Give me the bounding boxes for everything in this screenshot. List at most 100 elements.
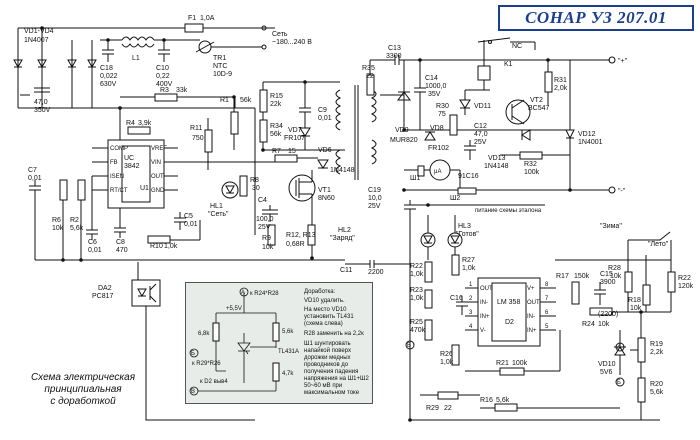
shunt-sh2 <box>457 187 477 195</box>
label-labels-f1-val: 1,0A <box>200 15 215 22</box>
label-labels-c6-v: 0,01 <box>88 247 102 254</box>
label-labels-tr1-val2: 10D-9 <box>213 71 232 78</box>
label-labels-r15: R15 <box>270 93 283 100</box>
resistor-r6 <box>59 179 68 201</box>
label-labels-c11-v: 2200 <box>368 269 384 276</box>
label-labels-power-line: питание схемы эталона <box>475 208 542 214</box>
label-labels-r18-v: 10k <box>630 305 642 312</box>
diode-vd11 <box>459 99 471 109</box>
resistor-r32 <box>519 151 543 160</box>
label-labels-r24: R24 <box>582 321 595 328</box>
label-labels-hl3: HL3 <box>458 223 471 230</box>
capacitor-c5 <box>174 212 186 230</box>
note-line: дорожки медных <box>304 355 351 361</box>
capacitor-c6 <box>86 225 98 240</box>
label-labels-hl2: HL2 <box>338 227 351 234</box>
label-labels-d2-name: LM 358 <box>497 299 520 306</box>
label-labels-c7-v: 0,01 <box>28 175 42 182</box>
label-labels-u1-pins-3: RT/CT <box>110 188 128 194</box>
note-line: напайкой поверх <box>304 347 351 354</box>
node-b <box>615 377 625 387</box>
label-labels-c6: C6 <box>88 239 97 246</box>
note-line: Доработка: <box>304 289 336 295</box>
label-labels-r17: R17 <box>556 273 569 280</box>
label-labels-pin-nums-5: 2 <box>469 296 473 302</box>
resistor-r26 <box>451 344 460 366</box>
label-labels-r1-v: 56k <box>240 97 252 104</box>
label-labels-r10: R10 <box>150 243 163 250</box>
label-labels-r10-v: 1,0k <box>164 243 178 250</box>
label-labels-r29-v: 22 <box>444 405 452 412</box>
label-labels-c5: C5 <box>184 213 193 220</box>
label-labels-c14-v1: 1000,0 <box>425 83 447 90</box>
resistor-r1 <box>230 111 239 135</box>
label-labels-r20: R20 <box>650 381 663 388</box>
note-line: VD10 удалить. <box>304 298 345 304</box>
inset-tl431: TL431A <box>278 349 299 355</box>
label-labels-d2-pins-r-1: OUT <box>527 300 540 306</box>
label-labels-vt1: VT1 <box>318 187 331 194</box>
label-labels-r11: R11 <box>190 125 202 132</box>
diode-vd6 <box>317 159 329 169</box>
resistor-r4 <box>127 126 151 135</box>
label-labels-u1-name1: UC <box>124 155 134 162</box>
label-labels-r1: R1 <box>220 97 229 104</box>
label-labels-vd10-v: 5V6 <box>600 369 613 376</box>
terminal-minus <box>608 186 616 194</box>
label-labels-u1-pins-1: FB <box>110 160 118 166</box>
label-labels-c15-v2: (2200) <box>598 311 618 318</box>
label-labels-r34-v: 56k <box>270 131 282 138</box>
label-labels-vd13-v: 1N4148 <box>484 163 509 170</box>
label-labels-vd8: VD8 <box>430 125 444 132</box>
resistor-r34 <box>259 119 268 143</box>
title-box: СОНАР УЗ 207.01 <box>498 5 694 31</box>
label-labels-r8: R8 <box>250 177 259 184</box>
label-labels-pin-nums-2: 6 <box>545 310 549 316</box>
label-labels-vd7: VD7 <box>288 127 302 134</box>
label-labels-r9: R9 <box>262 235 271 242</box>
resistor-r10 <box>147 235 171 244</box>
label-labels-u1-pins-7: GND <box>151 188 165 194</box>
resistor-r22-led <box>424 261 433 283</box>
label-labels-d2-pins-l-3: V- <box>480 328 486 334</box>
resistor-r19 <box>637 337 646 363</box>
label-labels-r6-v: 10k <box>52 225 64 232</box>
resistor-r22-bias <box>667 271 676 293</box>
label-labels-vd7-v: FR107 <box>284 135 305 142</box>
label-labels-r35-v: 22 <box>366 73 374 80</box>
label-labels-c13: C13 <box>388 45 401 52</box>
label-labels-vd6-v: 1N4148 <box>330 167 355 174</box>
label-labels-c8: C8 <box>116 239 125 246</box>
label-labels-r12: R12, R13 <box>286 232 316 239</box>
label-labels-vt1-v: 8N60 <box>318 195 335 202</box>
label-labels-vd12: VD12 <box>578 131 596 138</box>
label-labels-r21: R21 <box>496 360 509 367</box>
capacitor-c4 <box>262 205 278 222</box>
schematic-title: СОНАР УЗ 207.01 <box>525 8 667 27</box>
label-labels-node-a: А <box>617 345 621 351</box>
inset-resistor-47k <box>272 362 280 382</box>
label-labels-zima: "Зима" <box>600 223 622 230</box>
label-labels-c15: C15 <box>600 271 613 278</box>
label-labels-node-b: Б <box>617 380 621 386</box>
label-labels-r22b: R22 <box>678 275 691 282</box>
label-labels-hl1: HL1 <box>210 203 223 210</box>
label-labels-r29: R29 <box>426 405 439 412</box>
label-labels-mains: Сеть <box>272 31 288 38</box>
inset-r56: 5,6k <box>282 329 294 335</box>
note-line: 50~60 мВ при <box>304 383 342 389</box>
note-line: получения падения <box>304 369 358 375</box>
label-labels-u1-pins-4: VREF <box>151 146 167 152</box>
label-labels-r32-v: 100k <box>524 169 540 176</box>
resistor-r3 <box>154 93 178 102</box>
svg-text:В: В <box>191 389 195 395</box>
label-labels-c12: C12 <box>474 123 487 130</box>
label-labels-r31: R31 <box>554 77 567 84</box>
capacitor-c19 <box>404 200 416 215</box>
note-line: Ш1 шунтировать <box>304 341 351 347</box>
resistor-r28 <box>624 271 633 293</box>
label-labels-leto: "Лето" <box>648 241 669 248</box>
inset-r47: 4,7k <box>282 371 294 377</box>
label-labels-k1: K1 <box>504 61 513 68</box>
label-labels-c18-v2: 630V <box>100 81 117 88</box>
